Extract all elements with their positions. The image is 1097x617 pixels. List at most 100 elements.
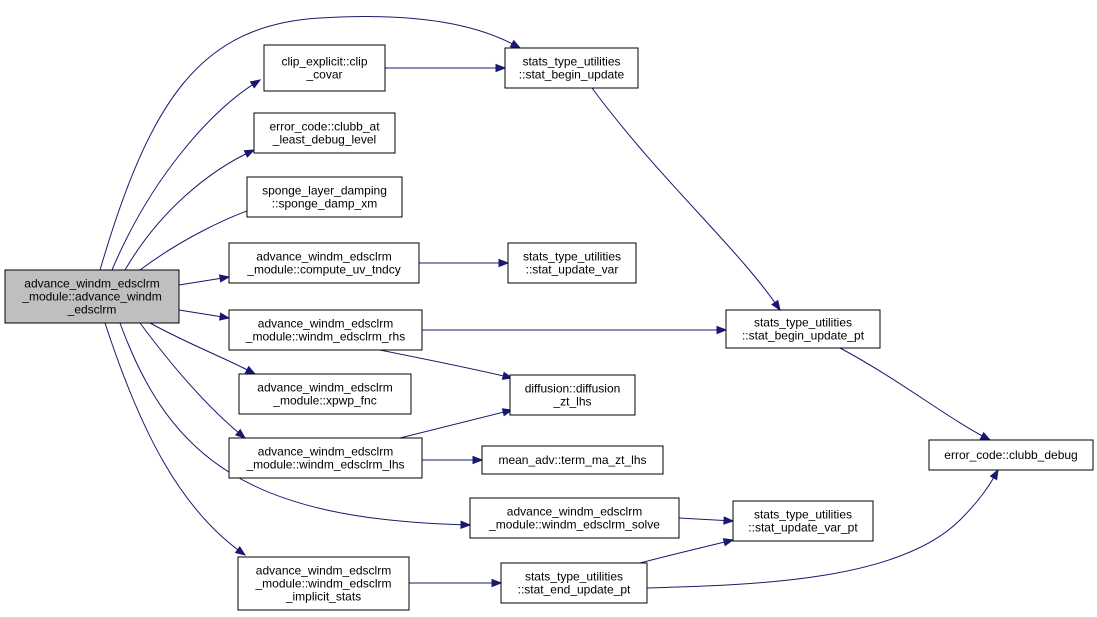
- node-windm-edsclrm-rhs[interactable]: advance_windm_edsclrm_module::windm_edsc…: [228, 309, 423, 351]
- edge-windm_edsclrm_lhs-to-diffusion_zt_lhs: [399, 409, 513, 439]
- node-label-line: _module::windm_edsclrm_lhs: [245, 458, 404, 472]
- arrowhead-root-to-clip_covar: [249, 79, 262, 89]
- node-label-line: advance_windm_edsclrm: [256, 564, 391, 578]
- node-label-line: stats_type_utilities: [522, 55, 620, 69]
- arrowhead-root-to-windm_edsclrm_lhs: [234, 428, 247, 439]
- node-box: [246, 176, 403, 218]
- node-root[interactable]: advance_windm_edsclrm_module::advance_wi…: [4, 269, 180, 324]
- node-label-line: stats_type_utilities: [754, 316, 852, 330]
- node-label-line: ::stat_begin_update: [519, 68, 625, 82]
- node-label-line: clip_explicit::clip: [281, 55, 367, 69]
- node-stat-begin-update-pt[interactable]: stats_type_utilities::stat_begin_update_…: [725, 309, 881, 349]
- node-sponge-damp-xm[interactable]: sponge_layer_damping::sponge_damp_xm: [246, 176, 403, 218]
- edge-stat_end_update_pt-to-clubb_debug: [646, 469, 999, 589]
- node-label-line: _implicit_stats: [285, 590, 361, 604]
- arrowhead-compute_uv_tndcy-to-stat_update_var: [498, 258, 510, 268]
- node-label-line: stats_type_utilities: [523, 250, 621, 264]
- edge-root-to-clip_covar: [111, 79, 261, 271]
- arrowhead-root-to-stat_begin_update: [509, 39, 522, 49]
- node-label-line: _least_debug_level: [272, 133, 376, 147]
- node-compute-uv-tndcy[interactable]: advance_windm_edsclrm_module::compute_uv…: [228, 242, 420, 284]
- edge-root-to-windm_edsclrm_lhs: [139, 322, 246, 439]
- arrowhead-stat_end_update_pt-to-stat_update_var_pt: [722, 538, 735, 547]
- node-box: [732, 500, 874, 542]
- edge-stat_begin_update-to-stat_begin_update_pt: [591, 87, 781, 311]
- node-label-line: _module::advance_windm: [21, 290, 161, 304]
- arrowhead-root-to-compute_uv_tndcy: [218, 274, 231, 283]
- edge-windm_edsclrm_rhs-to-diffusion_zt_lhs: [379, 349, 513, 379]
- node-clubb-at-least-debug-level[interactable]: error_code::clubb_at_least_debug_level: [253, 112, 396, 154]
- node-label-line: sponge_layer_damping: [262, 184, 387, 198]
- node-box: [481, 445, 664, 475]
- node-label-line: diffusion::diffusion: [525, 382, 621, 396]
- node-term-ma-zt-lhs[interactable]: mean_adv::term_ma_zt_lhs: [481, 445, 664, 475]
- node-clip-covar[interactable]: clip_explicit::clip_covar: [263, 44, 386, 92]
- node-label-line: advance_windm_edsclrm: [257, 381, 392, 395]
- node-xpwp-fnc[interactable]: advance_windm_edsclrm_module::xpwp_fnc: [238, 373, 412, 415]
- node-label-line: _module::windm_edsclrm: [254, 577, 391, 591]
- node-label-line: error_code::clubb_at: [269, 120, 380, 134]
- node-label-line: ::stat_end_update_pt: [518, 583, 631, 597]
- node-label-line: stats_type_utilities: [525, 570, 623, 584]
- arrowhead-stat_end_update_pt-to-clubb_debug: [989, 468, 999, 481]
- node-label-line: ::stat_update_var: [526, 263, 619, 277]
- arrowhead-windm_edsclrm_lhs-to-term_ma_zt_lhs: [472, 455, 484, 465]
- node-box: [237, 556, 410, 611]
- edge-stat_begin_update_pt-to-clubb_debug: [839, 347, 991, 441]
- arrowhead-root-to-windm_edsclrm_implicit_stats: [234, 546, 247, 556]
- node-label-line: _module::windm_edsclrm_rhs: [245, 330, 405, 344]
- node-diffusion-zt-lhs[interactable]: diffusion::diffusion_zt_lhs: [509, 374, 636, 416]
- node-clubb-debug[interactable]: error_code::clubb_debug: [928, 439, 1094, 471]
- edge-root-to-windm_edsclrm_implicit_stats: [104, 322, 246, 556]
- node-label-line: _covar: [305, 68, 342, 82]
- node-label-line: _module::windm_edsclrm_solve: [488, 518, 660, 532]
- arrowhead-windm_edsclrm_implicit_stats-to-stat_end_update_pt: [491, 578, 503, 588]
- node-box: [509, 374, 636, 416]
- node-box: [263, 44, 386, 92]
- node-box: [253, 112, 396, 154]
- node-label-line: stats_type_utilities: [754, 508, 852, 522]
- node-windm-edsclrm-lhs[interactable]: advance_windm_edsclrm_module::windm_edsc…: [228, 437, 423, 479]
- node-box: [928, 439, 1094, 471]
- node-box: [228, 437, 423, 479]
- node-label-line: advance_windm_edsclrm: [258, 445, 393, 459]
- node-label-line: advance_windm_edsclrm: [24, 277, 159, 291]
- node-label-line: mean_adv::term_ma_zt_lhs: [498, 453, 646, 467]
- node-stat-end-update-pt[interactable]: stats_type_utilities::stat_end_update_pt: [500, 562, 648, 604]
- arrowhead-windm_edsclrm_solve-to-stat_update_var_pt: [723, 516, 735, 525]
- node-windm-edsclrm-solve[interactable]: advance_windm_edsclrm_module::windm_edsc…: [469, 497, 680, 539]
- node-windm-edsclrm-implicit-stats[interactable]: advance_windm_edsclrm_module::windm_edsc…: [237, 556, 410, 611]
- edge-root-to-stat_begin_update: [99, 16, 521, 271]
- node-label-line: _zt_lhs: [552, 395, 591, 409]
- node-label-line: ::sponge_damp_xm: [272, 197, 377, 211]
- arrowhead-stat_begin_update_pt-to-clubb_debug: [979, 431, 992, 441]
- node-label-line: ::stat_begin_update_pt: [742, 329, 865, 343]
- node-box: [228, 309, 423, 351]
- arrowhead-root-to-xpwp_fnc: [244, 365, 257, 375]
- node-label-line: ::stat_update_var_pt: [748, 521, 858, 535]
- node-label-line: _module::xpwp_fnc: [272, 394, 376, 408]
- node-stat-begin-update[interactable]: stats_type_utilities::stat_begin_update: [504, 47, 639, 89]
- node-label-line: advance_windm_edsclrm: [507, 505, 642, 519]
- node-stat-update-var-pt[interactable]: stats_type_utilities::stat_update_var_pt: [732, 500, 874, 542]
- node-label-line: advance_windm_edsclrm: [256, 250, 391, 264]
- node-box: [500, 562, 648, 604]
- edge-root-to-clubb_at_least_debug_level: [124, 149, 255, 271]
- node-box: [228, 242, 420, 284]
- edge-stat_end_update_pt-to-stat_update_var_pt: [639, 539, 734, 564]
- node-box: [507, 242, 637, 284]
- node-box: [469, 497, 680, 539]
- node-box: [4, 269, 180, 324]
- arrowhead-root-to-clubb_at_least_debug_level: [243, 149, 256, 158]
- node-label-line: advance_windm_edsclrm: [258, 317, 393, 331]
- edge-root-to-windm_edsclrm_solve: [119, 322, 471, 526]
- node-box: [725, 309, 881, 349]
- arrowhead-clip_covar-to-stat_begin_update: [495, 63, 507, 73]
- arrowhead-windm_edsclrm_rhs-to-stat_begin_update_pt: [716, 325, 728, 335]
- node-stat-update-var[interactable]: stats_type_utilities::stat_update_var: [507, 242, 637, 284]
- node-label-line: _module::compute_uv_tndcy: [246, 263, 400, 277]
- node-label-line: error_code::clubb_debug: [944, 448, 1077, 462]
- arrowhead-root-to-windm_edsclrm_rhs: [218, 312, 231, 321]
- nodes-layer: advance_windm_edsclrm_module::advance_wi…: [4, 44, 1094, 611]
